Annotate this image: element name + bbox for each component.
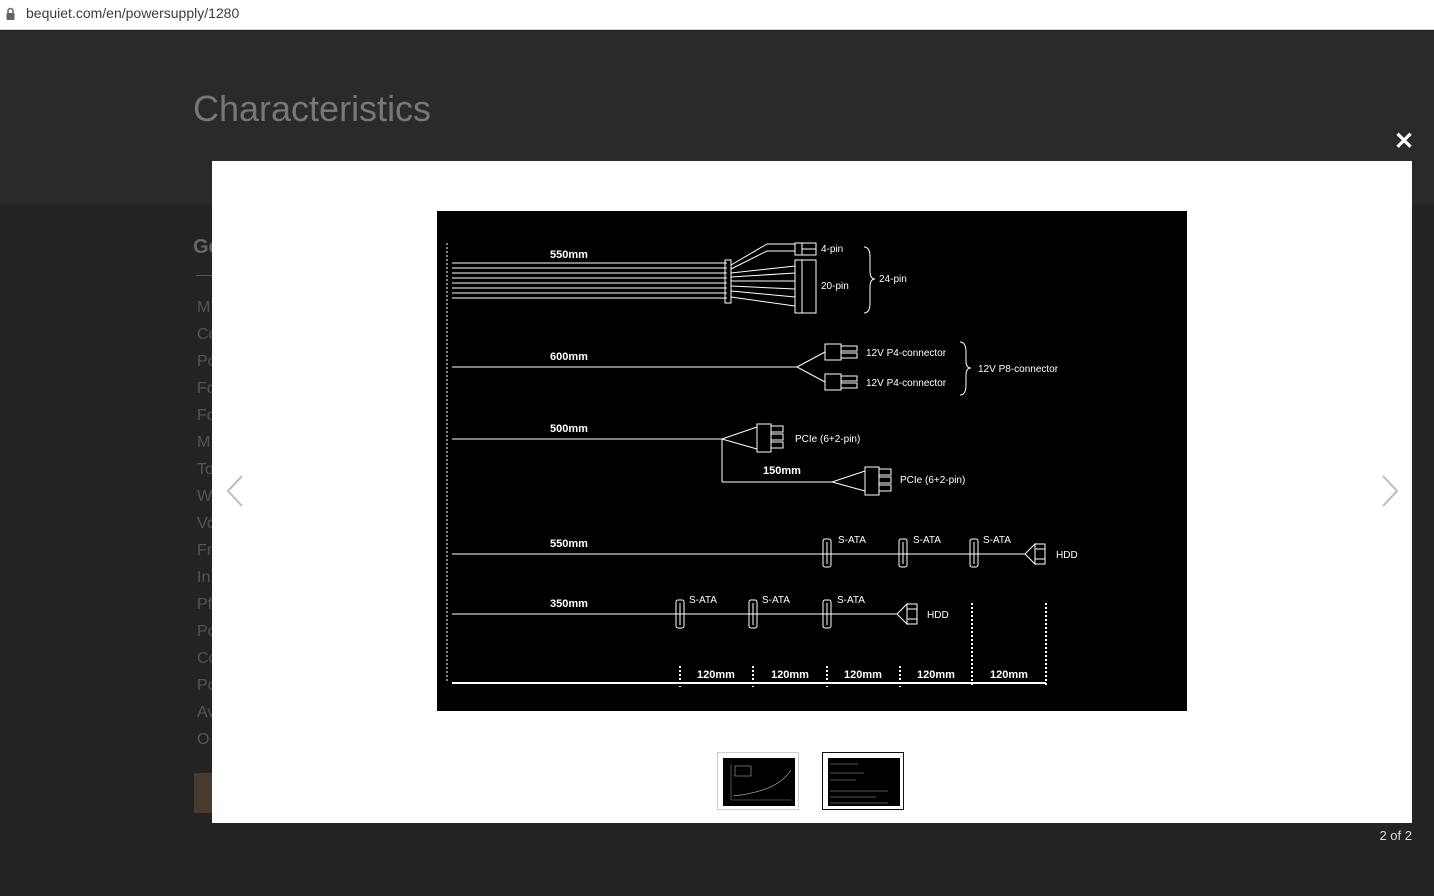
cable-length-label: 600mm (550, 351, 588, 363)
connector-label: HDD (1056, 550, 1078, 561)
background-spec-item: To (197, 461, 214, 478)
connector-label: HDD (927, 610, 949, 621)
cable-diagram-image: 550mm 4-pin 20-pin 24-pin 600mm 12V P4-c… (437, 211, 1187, 711)
spacing-ruler (452, 603, 1047, 687)
cable-length-label: 550mm (550, 538, 588, 550)
spacing-label: 120mm (771, 669, 809, 681)
background-spec-item: Po (197, 353, 217, 370)
connector-label: PCIe (6+2-pin) (900, 475, 965, 486)
background-spec-item: Fo (197, 380, 216, 397)
previous-arrow-icon[interactable] (224, 473, 246, 509)
address-bar[interactable]: bequiet.com/en/powersupply/1280 (0, 0, 1434, 30)
background-spec-item: O (197, 731, 210, 748)
background-spec-item: Fo (197, 407, 216, 424)
close-button[interactable]: ✕ (1394, 128, 1415, 155)
thumbnail-cable-diagram[interactable] (822, 752, 904, 810)
background-spec-item: Av (197, 704, 216, 721)
cable-length-label: 500mm (550, 423, 588, 435)
image-counter: 2 of 2 (1379, 828, 1412, 843)
connector-label: S-ATA (689, 595, 717, 606)
background-spec-item: Fr (197, 542, 213, 559)
section-divider (196, 275, 214, 276)
cable-24pin-bundle (452, 242, 876, 314)
thumbnail-image (828, 758, 900, 806)
spacing-label: 120mm (697, 669, 735, 681)
background-spec-item: W (197, 488, 213, 505)
background-spec-item: Vo (197, 515, 216, 532)
connector-label: 4-pin (821, 244, 843, 255)
background-spec-item: M (197, 299, 211, 316)
cable-sata-350 (452, 599, 918, 629)
next-arrow-icon[interactable] (1379, 473, 1401, 509)
cable-length-label: 550mm (550, 249, 588, 261)
connector-label: 12V P4-connector (866, 378, 947, 389)
background-spec-item: Pf (197, 596, 213, 613)
thumbnail-image (723, 758, 795, 806)
background-spec-item: Po (197, 677, 217, 694)
connector-label: 20-pin (821, 281, 849, 292)
spacing-label: 120mm (990, 669, 1028, 681)
lock-icon (6, 7, 15, 20)
group-label: 24-pin (879, 274, 907, 285)
branch-length-label: 150mm (763, 465, 801, 477)
spacing-label: 120mm (917, 669, 955, 681)
group-label: 12V P8-connector (978, 364, 1059, 375)
page-title: Characteristics (193, 88, 432, 129)
cable-pcie (452, 423, 892, 496)
connector-label: S-ATA (762, 595, 790, 606)
background-spec-item: Po (197, 623, 217, 640)
connector-label: S-ATA (838, 535, 866, 546)
background-spec-item: M (197, 434, 211, 451)
background-button (194, 773, 212, 813)
cable-sata-550 (452, 538, 1046, 568)
connector-label: PCIe (6+2-pin) (795, 434, 860, 445)
cable-length-label: 350mm (550, 598, 588, 610)
spacing-label: 120mm (844, 669, 882, 681)
cable-p8 (452, 341, 972, 396)
background-spec-item: In (197, 569, 211, 586)
url-text[interactable]: bequiet.com/en/powersupply/1280 (26, 5, 240, 21)
connector-label: S-ATA (913, 535, 941, 546)
connector-label: S-ATA (837, 595, 865, 606)
thumbnail-efficiency-chart[interactable] (717, 752, 799, 810)
connector-label: 12V P4-connector (866, 348, 947, 359)
connector-label: S-ATA (983, 535, 1011, 546)
